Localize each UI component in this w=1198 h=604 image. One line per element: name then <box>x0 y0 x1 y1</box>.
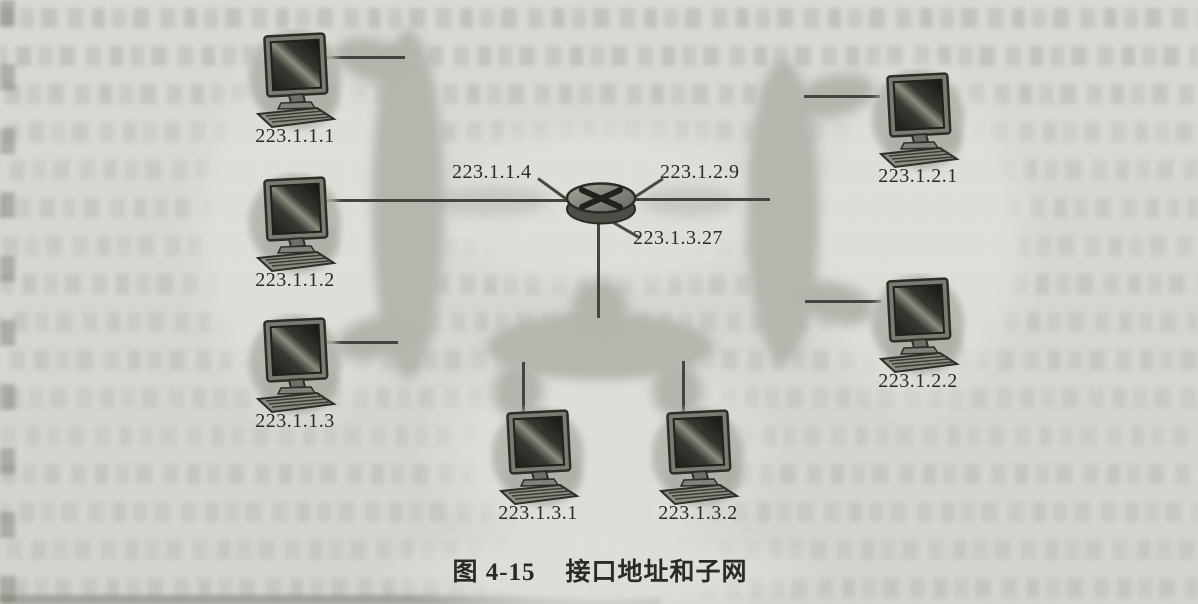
desktop-computer-icon <box>488 405 588 510</box>
link-router-subnet-right <box>630 198 770 201</box>
link-subnet-host6 <box>522 362 525 414</box>
link-subnet-host5 <box>805 300 881 303</box>
host-node: 223.1.3.1 <box>488 405 588 525</box>
host-node: 223.1.1.1 <box>245 28 345 148</box>
link-router-subnet-bottom <box>597 216 600 318</box>
link-subnet-left-router <box>310 199 568 202</box>
desktop-computer-icon <box>868 273 968 378</box>
router-icon <box>565 182 637 225</box>
host-node: 223.1.2.1 <box>868 68 968 188</box>
desktop-computer-icon <box>245 172 345 277</box>
link-host1-subnet <box>313 56 405 59</box>
host-node: 223.1.3.2 <box>648 405 748 525</box>
link-subnet-host7 <box>682 361 685 414</box>
host-ip-label: 223.1.3.1 <box>498 502 578 524</box>
router-node <box>556 179 646 236</box>
host-ip-label: 223.1.1.1 <box>255 125 335 147</box>
figure-title: 接口地址和子网 <box>565 559 748 586</box>
desktop-computer-icon <box>868 68 968 173</box>
host-ip-label: 223.1.2.2 <box>878 370 958 392</box>
desktop-computer-icon <box>245 28 345 133</box>
router-interface-label: 223.1.2.9 <box>660 161 740 183</box>
router-interface-label: 223.1.3.27 <box>633 227 723 249</box>
host-ip-label: 223.1.1.2 <box>255 269 335 291</box>
subnet-cloud-bridge <box>640 186 740 216</box>
link-host3-subnet <box>310 341 398 344</box>
host-node: 223.1.1.2 <box>245 172 345 292</box>
host-ip-label: 223.1.2.1 <box>878 165 958 187</box>
desktop-computer-icon <box>648 405 748 510</box>
figure-caption: 图 4-15 接口地址和子网 <box>400 552 800 588</box>
link-subnet-host4 <box>804 95 880 98</box>
host-ip-label: 223.1.3.2 <box>658 502 738 524</box>
host-node: 223.1.2.2 <box>868 273 968 393</box>
figure-number: 图 4-15 <box>452 559 536 586</box>
host-ip-label: 223.1.1.3 <box>255 410 335 432</box>
host-node: 223.1.1.3 <box>245 313 345 433</box>
router-interface-label: 223.1.1.4 <box>452 161 532 183</box>
desktop-computer-icon <box>245 313 345 418</box>
